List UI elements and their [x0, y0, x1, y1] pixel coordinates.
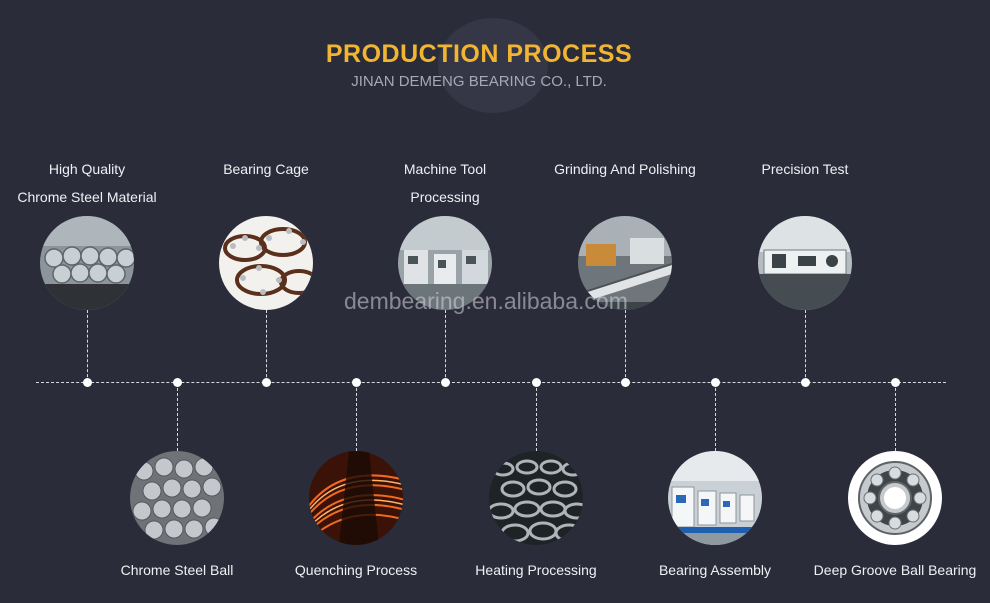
connector-line	[625, 310, 626, 382]
step-label: Chrome Steel Ball	[82, 556, 272, 584]
step-label: Heating Processing	[441, 556, 631, 584]
timeline-line	[36, 382, 946, 383]
timeline-dot	[800, 378, 810, 387]
timeline-dot	[890, 378, 900, 387]
connector-line	[536, 383, 537, 451]
heating-rings-photo-icon	[489, 451, 583, 545]
timeline-dot	[82, 378, 92, 387]
company-subtitle: JINAN DEMENG BEARING CO., LTD.	[351, 73, 607, 90]
connector-line	[445, 310, 446, 382]
connector-line	[805, 310, 806, 382]
step-label-line: Chrome Steel Ball	[120, 562, 234, 578]
connector-line	[895, 383, 896, 451]
timeline-dot	[172, 378, 182, 387]
step-label-line: High Quality	[48, 161, 126, 177]
step-label: Precision Test	[710, 155, 900, 183]
connector-line	[356, 383, 357, 451]
timeline-dot	[620, 378, 630, 387]
timeline-dot	[531, 378, 541, 387]
precision-test-photo-icon	[758, 216, 852, 310]
step-label: Machine Tool Processing	[350, 155, 540, 211]
ball-bearing-photo-icon	[848, 451, 942, 545]
step-label: High Quality Chrome Steel Material	[0, 155, 182, 211]
step-label: Bearing Assembly	[620, 556, 810, 584]
assembly-line-photo-icon	[668, 451, 762, 545]
step-label-line: Machine Tool	[403, 161, 487, 177]
timeline-dot	[440, 378, 450, 387]
step-label-line: Precision Test	[761, 161, 849, 177]
connector-line	[266, 310, 267, 382]
timeline-dot	[710, 378, 720, 387]
step-label-line: Heating Processing	[475, 562, 597, 578]
step-label: Bearing Cage	[171, 155, 361, 183]
step-label-line: Bearing Cage	[223, 161, 309, 177]
grinding-machine-photo-icon	[578, 216, 672, 310]
connector-line	[87, 310, 88, 382]
step-label-line: Bearing Assembly	[658, 562, 772, 578]
steel-bars-photo-icon	[40, 216, 134, 310]
quenching-photo-icon	[309, 451, 403, 545]
step-label-line: Quenching Process	[294, 562, 418, 578]
machine-tool-photo-icon	[398, 216, 492, 310]
bearing-cage-photo-icon	[219, 216, 313, 310]
step-label: Quenching Process	[261, 556, 451, 584]
timeline-dot	[351, 378, 361, 387]
page-title: PRODUCTION PROCESS	[325, 40, 633, 68]
connector-line	[715, 383, 716, 451]
step-label-line: Chrome Steel Material	[17, 189, 157, 205]
step-label-line: Grinding And Polishing	[554, 161, 696, 177]
step-label-line: Processing	[410, 189, 480, 205]
watermark-text: dembearing.en.alibaba.com	[344, 288, 628, 314]
title-glow	[438, 18, 548, 113]
connector-line	[177, 383, 178, 451]
step-label: Grinding And Polishing	[530, 155, 720, 183]
step-label-line: Deep Groove Ball Bearing	[813, 562, 977, 578]
timeline-dot	[261, 378, 271, 387]
step-label: Deep Groove Ball Bearing	[800, 556, 990, 584]
steel-balls-photo-icon	[130, 451, 224, 545]
